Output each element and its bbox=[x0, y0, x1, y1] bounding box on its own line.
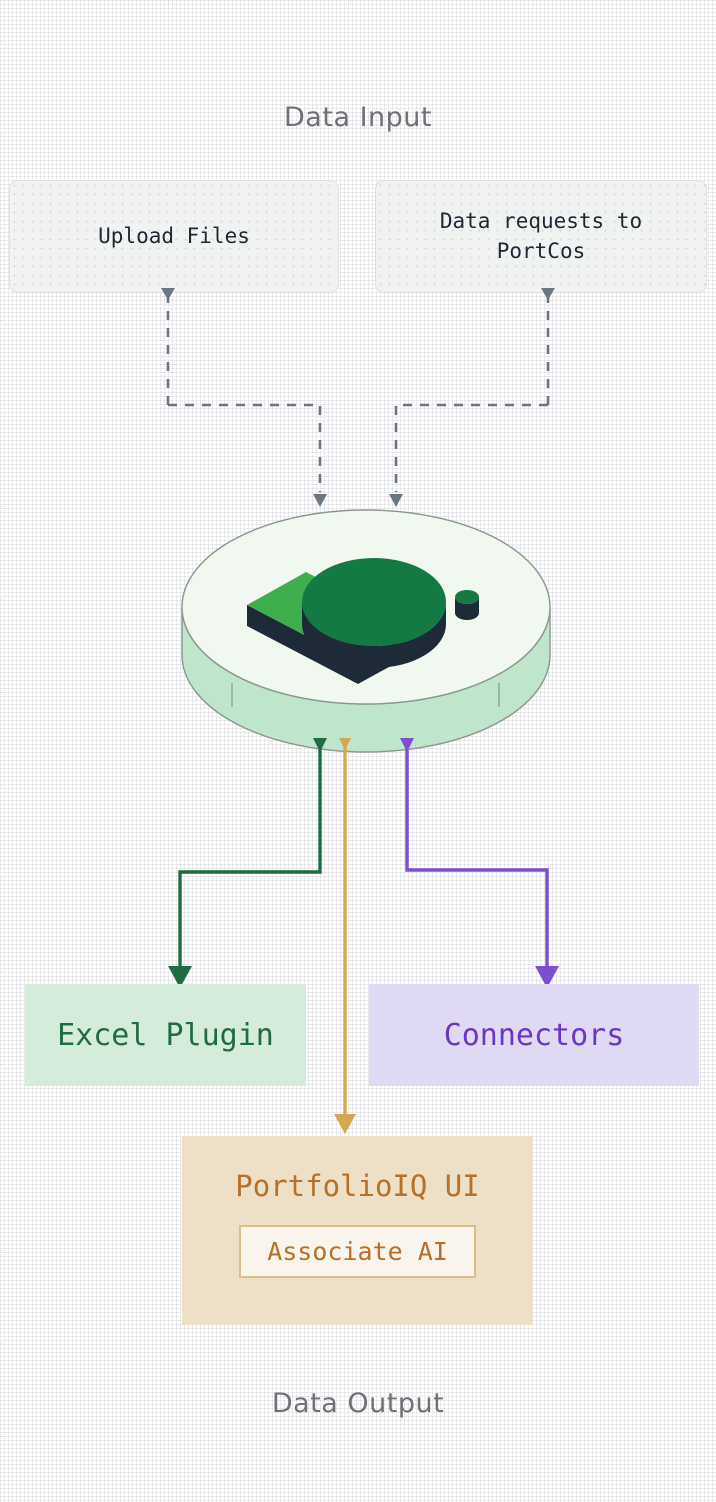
section-title-data-input: Data Input bbox=[284, 102, 432, 133]
input-box-data-requests[interactable]: Data requests to PortCos bbox=[375, 180, 707, 293]
input-box-upload-files-label: Upload Files bbox=[98, 223, 250, 248]
grid-line-h bbox=[0, 971, 716, 972]
output-box-portfolioiq-ui[interactable]: PortfolioIQ UI Associate AI bbox=[182, 1136, 533, 1325]
grid-line-h bbox=[0, 413, 716, 414]
connector-requests-to-hub bbox=[389, 288, 555, 507]
associate-ai-chip[interactable]: Associate AI bbox=[239, 1225, 476, 1278]
input-box-upload-files[interactable]: Upload Files bbox=[9, 180, 339, 293]
connector-hub-to-portfolioiq bbox=[334, 738, 356, 1134]
grid-line-h bbox=[0, 506, 716, 507]
grid-line-h bbox=[0, 134, 716, 135]
connector-hub-to-connectors bbox=[400, 738, 559, 988]
output-box-portfolioiq-ui-label: PortfolioIQ UI bbox=[235, 1169, 480, 1203]
grid-line-h bbox=[0, 692, 716, 693]
connector-hub-to-excel bbox=[168, 738, 327, 988]
grid-line-h bbox=[0, 878, 716, 879]
grid-line-h bbox=[0, 41, 716, 42]
platform-shapes bbox=[247, 558, 479, 684]
section-title-data-output: Data Output bbox=[271, 1388, 445, 1419]
output-box-excel-plugin[interactable]: Excel Plugin bbox=[25, 984, 306, 1086]
grid-line-h bbox=[0, 599, 716, 600]
output-box-connectors-label: Connectors bbox=[443, 1017, 625, 1053]
grid-line-h bbox=[0, 1436, 716, 1437]
grid-line-h bbox=[0, 1343, 716, 1344]
cylinder-body bbox=[181, 509, 551, 753]
input-box-data-requests-label: Data requests to PortCos bbox=[439, 208, 643, 263]
output-box-excel-plugin-label: Excel Plugin bbox=[57, 1017, 274, 1053]
output-box-connectors[interactable]: Connectors bbox=[369, 984, 699, 1086]
grid-line-h bbox=[0, 320, 716, 321]
connector-upload-to-hub bbox=[161, 288, 327, 507]
grid-line-h bbox=[0, 785, 716, 786]
